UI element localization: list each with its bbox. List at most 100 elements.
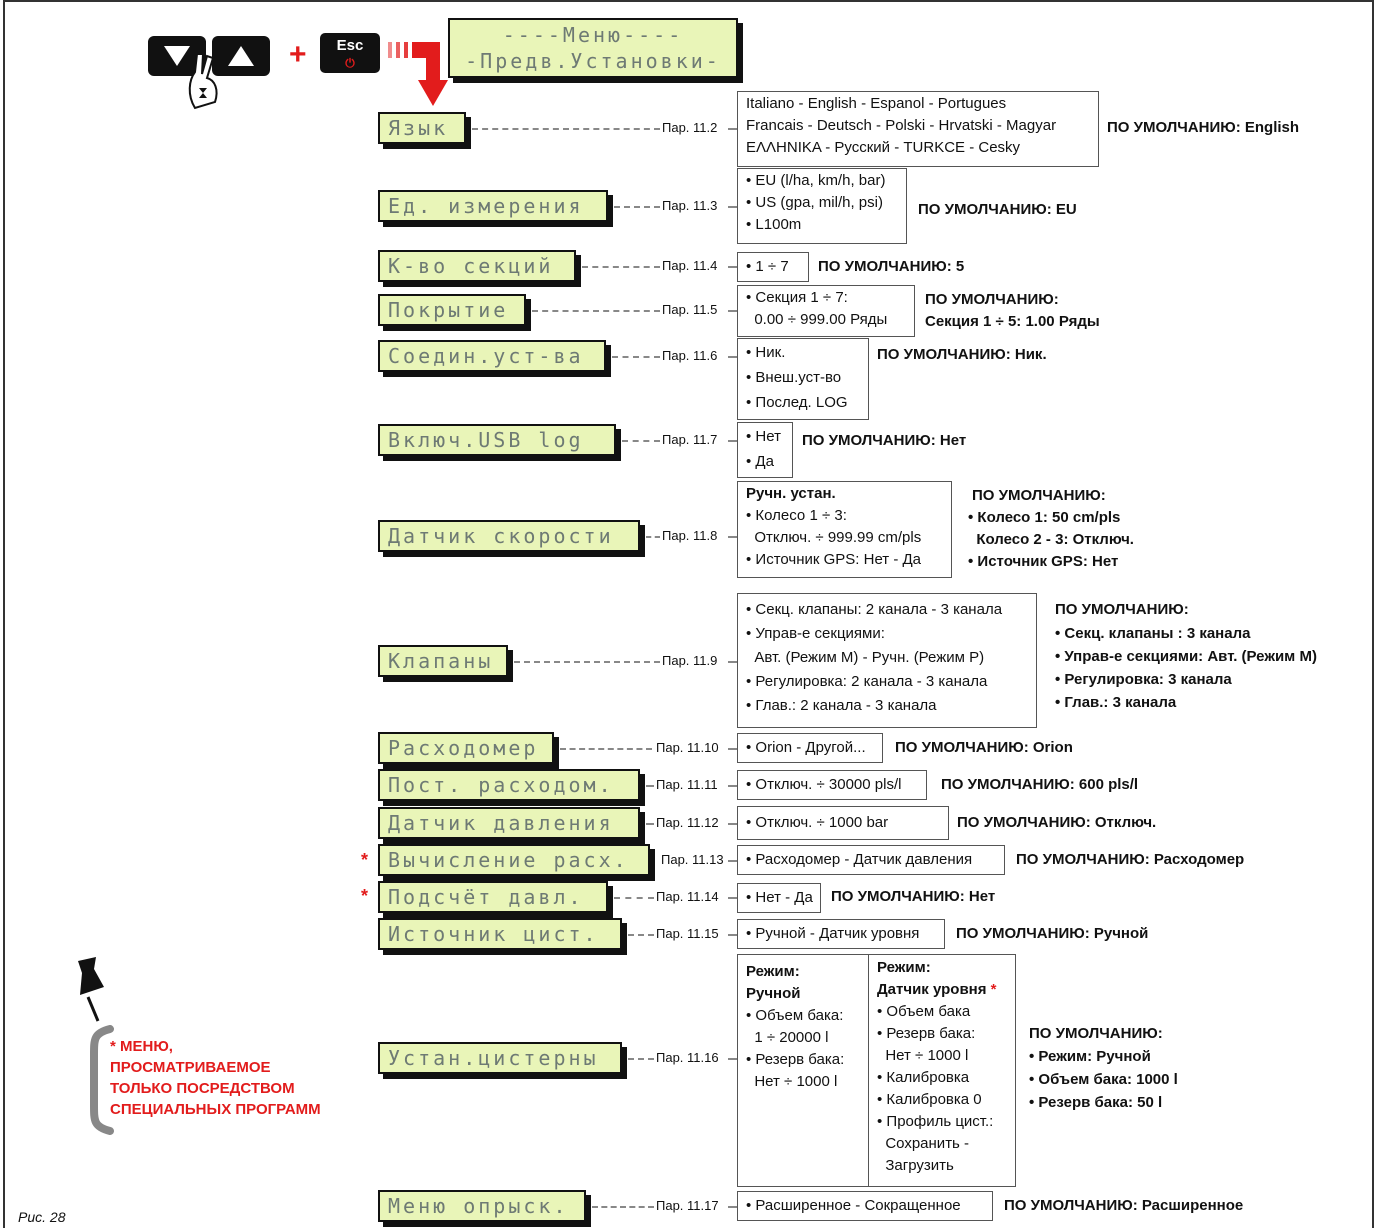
par-label: Пар. 11.17: [656, 1198, 719, 1213]
default-line: ПО УМОЛЧАНИЮ:: [1029, 1025, 1163, 1042]
option: • 1 ÷ 7: [746, 258, 789, 275]
option: Нет ÷ 1000 l: [746, 1073, 838, 1090]
default-value: ПО УМОЛЧАНИЮ: Orion: [895, 737, 1073, 759]
lcd-valves: Клапаны: [378, 645, 508, 677]
menu-subtitle: -Предв.Установки-: [465, 49, 721, 73]
connector: [532, 310, 660, 312]
connector: [728, 206, 738, 208]
option: 0.00 ÷ 999.00 Ряды: [746, 311, 888, 328]
option: • Калибровка 0: [877, 1091, 982, 1108]
default-line: • Секц. клапаны : 3 канала: [1055, 625, 1251, 642]
connector: [728, 860, 738, 862]
lcd-pressure-count: Подсчёт давл.: [378, 881, 608, 913]
option: • Регулировка: 2 канала - 3 канала: [746, 673, 988, 690]
options-box: Ручн. устан. • Колесо 1 ÷ 3: Отключ. ÷ 9…: [737, 481, 952, 578]
par-label: Пар. 11.6: [662, 348, 718, 363]
asterisk-marker: *: [990, 981, 997, 998]
lcd-coverage: Покрытие: [378, 294, 526, 326]
option: • Объем бака: [877, 1003, 971, 1020]
par-label: Пар. 11.9: [662, 653, 718, 668]
option: Загрузить: [877, 1157, 954, 1174]
default-line: ПО УМОЛЧАНИЮ: Нет: [831, 888, 996, 905]
esc-key: Esc ⏻: [320, 33, 380, 73]
default-line: ПО УМОЛЧАНИЮ: Ручной: [956, 925, 1149, 942]
connector: [728, 661, 738, 663]
connector: [614, 206, 660, 208]
lcd-usb-log: Включ.USB log: [378, 424, 616, 456]
option: Датчик уровня: [877, 981, 987, 998]
menu-title: ----Меню----: [502, 23, 684, 47]
default-line: ПО УМОЛЧАНИЮ:: [925, 291, 1059, 308]
connector: [612, 356, 660, 358]
figure-label: Рис. 28: [18, 1209, 66, 1225]
option: Ручной: [746, 985, 801, 1002]
option: Ручн. устан.: [746, 485, 836, 502]
lcd-sections-count: К-во секций: [378, 250, 576, 282]
special-programs-note: * МЕНЮ, ПРОСМАТРИВАЕМОЕ ТОЛЬКО ПОСРЕДСТВ…: [110, 1036, 321, 1120]
connector: [472, 128, 660, 130]
default-line: • Глав.: 3 канала: [1055, 694, 1177, 711]
default-line: Секция 1 ÷ 5: 1.00 Ряды: [925, 313, 1100, 330]
par-label: Пар. 11.8: [662, 528, 718, 543]
option: • Ручной - Датчик уровня: [746, 925, 920, 942]
options-box-manual: Режим: Ручной • Объем бака: 1 ÷ 20000 l …: [737, 954, 869, 1187]
connector: [728, 536, 738, 538]
default-line: ПО УМОЛЧАНИЮ:: [1055, 601, 1189, 618]
default-line: • Источник GPS: Нет: [968, 553, 1119, 570]
default-line: • Режим: Ручной: [1029, 1048, 1151, 1065]
arrow-up-icon: [228, 46, 254, 66]
option: • EU (l/ha, km/h, bar): [746, 172, 886, 189]
connector: [514, 661, 660, 663]
connector: [728, 934, 738, 936]
par-label: Пар. 11.15: [656, 926, 719, 941]
option: • Внеш.уст-во: [746, 369, 842, 386]
connector: [728, 1206, 738, 1208]
page-frame: [3, 0, 1374, 1228]
par-label: Пар. 11.4: [662, 258, 718, 273]
par-label: Пар. 11.12: [656, 815, 719, 830]
par-label: Пар. 11.11: [656, 777, 718, 792]
lcd-flowmeter: Расходомер: [378, 732, 554, 764]
options-box: • EU (l/ha, km/h, bar) • US (gpa, mil/h,…: [737, 168, 907, 244]
connector: [728, 823, 738, 825]
option: • L100m: [746, 216, 802, 233]
option: • Расходомер - Датчик давления: [746, 851, 973, 868]
connector: [728, 310, 738, 312]
option: • Нет: [746, 428, 781, 445]
default-line: • Объем бака: 1000 l: [1029, 1071, 1178, 1088]
connector: [646, 536, 660, 538]
menu-display: ----Меню---- -Предв.Установки-: [448, 18, 738, 78]
esc-label: Esc: [336, 37, 364, 54]
option: Авт. (Режим М) - Ручн. (Режим Р): [746, 649, 985, 666]
default-line: • Колесо 1: 50 cm/pls: [968, 509, 1121, 526]
connector: [646, 785, 654, 787]
asterisk-marker: *: [361, 850, 369, 870]
option: 1 ÷ 20000 l: [746, 1029, 829, 1046]
lcd-tank-setup: Устан.цистерны: [378, 1042, 622, 1074]
connector: [728, 440, 738, 442]
option: • Резерв бака:: [746, 1051, 845, 1068]
default-value: ПО УМОЛЧАНИЮ: Ручной: [956, 923, 1148, 945]
option: • Отключ. ÷ 1000 bar: [746, 814, 889, 831]
option: • Источник GPS: Нет - Да: [746, 551, 922, 568]
connector: [728, 748, 738, 750]
option: Italiano - English - Espanol - Portugues: [746, 95, 1007, 112]
connector: [582, 266, 660, 268]
default-line: ПО УМОЛЧАНИЮ: EU: [918, 201, 1077, 218]
default-line: Колесо 2 - 3: Отключ.: [968, 531, 1134, 548]
default-value: ПО УМОЛЧАНИЮ: • Режим: Ручной • Объем ба…: [1029, 1022, 1178, 1114]
note-line: * МЕНЮ,: [110, 1038, 173, 1055]
options-box: • Нет - Да: [737, 883, 821, 913]
option: • Расширенное - Сокращенное: [746, 1197, 961, 1214]
option: • Управ-е секциями:: [746, 625, 885, 642]
lcd-tank-source: Источник цист.: [378, 918, 622, 950]
connector: [646, 823, 654, 825]
default-line: ПО УМОЛЧАНИЮ: Расходомер: [1016, 851, 1245, 868]
default-value: ПО УМОЛЧАНИЮ: Нет: [831, 886, 995, 908]
default-value: ПО УМОЛЧАНИЮ: 600 pls/l: [941, 774, 1138, 796]
default-line: ПО УМОЛЧАНИЮ:: [972, 487, 1106, 504]
default-line: ПО УМОЛЧАНИЮ: Ник.: [877, 346, 1047, 363]
default-value: ПО УМОЛЧАНИЮ: Нет: [802, 430, 966, 452]
option: • Резерв бака:: [877, 1025, 976, 1042]
par-label: Пар. 11.3: [662, 198, 718, 213]
